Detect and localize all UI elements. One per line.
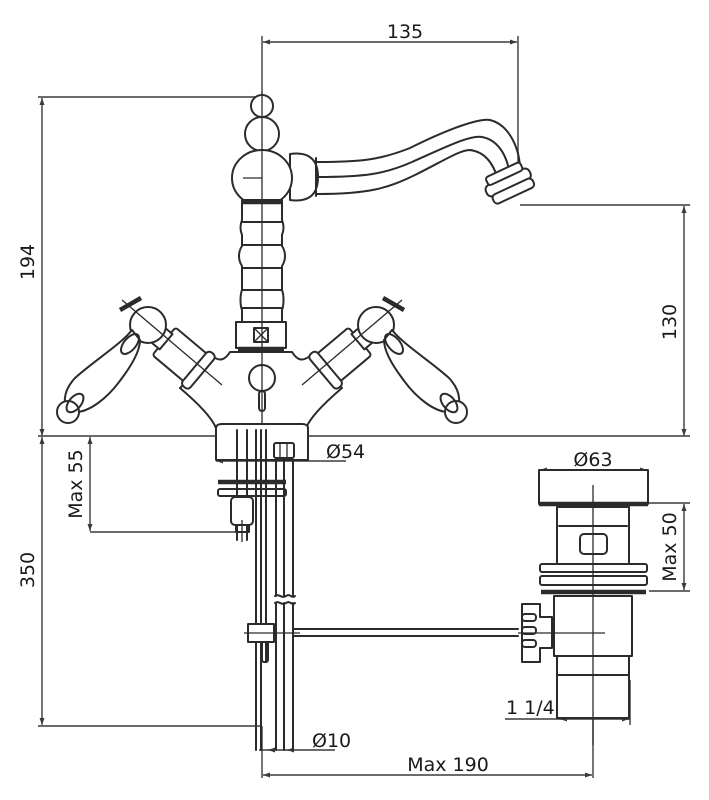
dim-label-waste-max: Max 50 xyxy=(659,512,681,582)
supply-hoses xyxy=(255,429,296,751)
dim-label-outlet-height: 130 xyxy=(659,304,681,340)
dim-label-max-rod: Max 190 xyxy=(407,754,489,776)
dimension-max-55: Max 55 xyxy=(65,437,245,533)
dimension-130: 130 xyxy=(520,204,690,436)
dim-label-pipe-diameter: Ø10 xyxy=(312,730,351,752)
dim-label-max-deck: Max 55 xyxy=(65,449,87,519)
dimension-350: 350 xyxy=(17,437,262,727)
pop-up-rod xyxy=(244,623,519,643)
dim-label-total-height: 194 xyxy=(17,244,39,280)
dim-label-waste-thread: 1 1/4" xyxy=(506,697,563,719)
handle-left xyxy=(56,296,223,424)
dimension-diameter-10: Ø10 xyxy=(259,730,351,753)
dim-label-flange-diameter: Ø63 xyxy=(573,449,612,471)
fixing-stud-and-nut xyxy=(217,429,287,542)
dim-label-base-diameter: Ø54 xyxy=(326,441,365,463)
pop-up-waste xyxy=(518,469,649,745)
dimension-194: 194 xyxy=(17,96,262,436)
dim-label-spout-reach: 135 xyxy=(387,21,423,43)
dim-label-hose-length: 350 xyxy=(17,552,39,588)
faucet-spout xyxy=(289,118,536,205)
dimension-max-190: Max 190 xyxy=(261,680,594,778)
handle-right xyxy=(301,296,468,424)
dimension-max-50: Max 50 xyxy=(649,502,690,592)
